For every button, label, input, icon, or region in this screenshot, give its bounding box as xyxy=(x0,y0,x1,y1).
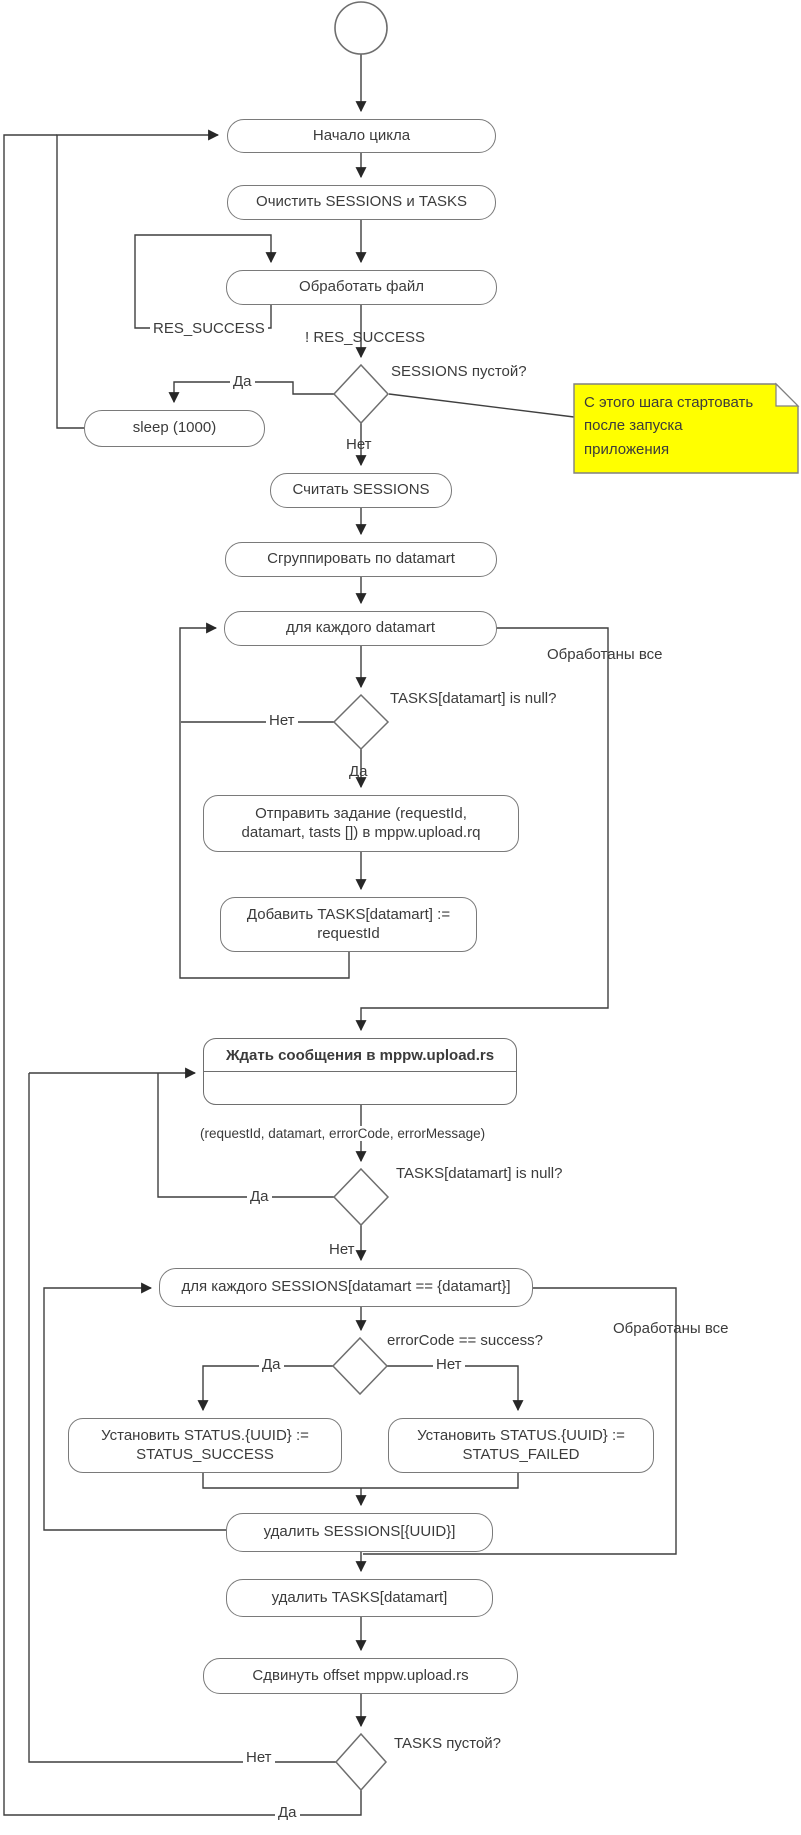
label-no-2: Нет xyxy=(266,712,298,729)
label-yes-1: Да xyxy=(230,373,255,390)
node-delete-sessions: удалить SESSIONS[{UUID}] xyxy=(226,1513,493,1552)
label-res-success: RES_SUCCESS xyxy=(150,320,268,337)
node-sleep: sleep (1000) xyxy=(84,410,265,447)
label-q-tasks-null-1: TASKS[datamart] is null? xyxy=(390,690,557,707)
label-no-5: Нет xyxy=(243,1749,275,1766)
node-delete-tasks: удалить TASKS[datamart] xyxy=(226,1579,493,1617)
node-clear-sessions-tasks: Очистить SESSIONS и TASKS xyxy=(227,185,496,220)
decision-diamonds xyxy=(331,363,390,1792)
diamond-sessions-empty xyxy=(332,363,390,425)
label-no-1: Нет xyxy=(346,436,372,453)
diamond-tasks-null-2 xyxy=(332,1167,390,1227)
start-node xyxy=(334,1,388,55)
label-yes-4: Да xyxy=(259,1356,284,1373)
node-read-sessions: Считать SESSIONS xyxy=(270,473,452,508)
node-add-task: Добавить TASKS[datamart] := requestId xyxy=(220,897,477,952)
label-q-tasks-null-2: TASKS[datamart] is null? xyxy=(396,1165,563,1182)
node-foreach-sessions: для каждого SESSIONS[datamart == {datama… xyxy=(159,1268,533,1307)
label-not-res-success: ! RES_SUCCESS xyxy=(305,329,426,346)
label-q-errorcode: errorCode == success? xyxy=(387,1332,543,1349)
node-set-status-success: Установить STATUS.{UUID} := STATUS_SUCCE… xyxy=(68,1418,342,1473)
label-yes-3: Да xyxy=(247,1188,272,1205)
label-no-4: Нет xyxy=(433,1356,465,1373)
node-process-file: Обработать файл xyxy=(226,270,497,305)
wait-message-body xyxy=(204,1072,516,1104)
node-group-by-datamart: Сгруппировать по datamart xyxy=(225,542,497,577)
node-shift-offset: Сдвинуть offset mppw.upload.rs xyxy=(203,1658,518,1694)
node-cycle-start: Начало цикла xyxy=(227,119,496,153)
label-message-params: (requestId, datamart, errorCode, errorMe… xyxy=(197,1126,489,1141)
node-foreach-datamart: для каждого datamart xyxy=(224,611,497,646)
sticky-note-text: С этого шага стартовать после запуска пр… xyxy=(584,394,754,458)
connector-lines xyxy=(3,54,677,1816)
diamond-tasks-null-1 xyxy=(332,693,390,751)
label-processed-all-2: Обработаны все xyxy=(613,1320,729,1337)
node-wait-message: Ждать сообщения в mppw.upload.rs xyxy=(203,1038,517,1105)
node-send-task: Отправить задание (requestId, datamart, … xyxy=(203,795,519,852)
sticky-note-shape xyxy=(573,382,800,474)
diamond-errorcode xyxy=(331,1336,389,1396)
label-processed-all-1: Обработаны все xyxy=(547,646,663,663)
node-set-status-failed: Установить STATUS.{UUID} := STATUS_FAILE… xyxy=(388,1418,654,1473)
label-no-3: Нет xyxy=(329,1241,355,1258)
diamond-tasks-empty xyxy=(334,1732,388,1792)
label-q-sessions-empty: SESSIONS пустой? xyxy=(391,363,527,380)
label-q-tasks-empty: TASKS пустой? xyxy=(394,1735,501,1752)
label-yes-2: Да xyxy=(349,763,368,780)
wait-message-title: Ждать сообщения в mppw.upload.rs xyxy=(204,1039,516,1072)
label-yes-5: Да xyxy=(275,1804,300,1821)
